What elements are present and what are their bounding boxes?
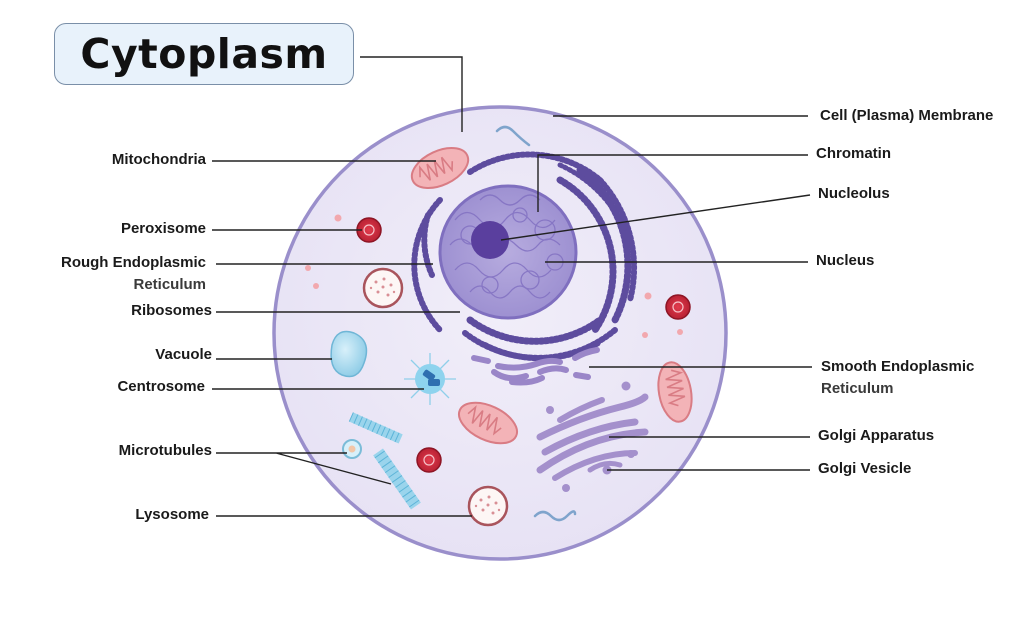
label-nucleus: Nucleus xyxy=(816,252,875,269)
label-smooth-er-line2: Reticulum xyxy=(821,380,894,397)
label-mitochondria: Mitochondria xyxy=(111,151,206,168)
mitochondrion-right xyxy=(657,361,693,423)
leader-microtubules xyxy=(216,452,392,485)
label-rough-er-line2: Reticulum xyxy=(133,276,206,293)
nucleus xyxy=(438,184,578,320)
small-vesicles xyxy=(305,214,683,338)
label-rough-er-line1: Rough Endoplasmic xyxy=(60,254,206,271)
smooth-er xyxy=(471,347,600,386)
label-golgi-apparatus: Golgi Apparatus xyxy=(818,427,935,444)
page-title: Cytoplasm xyxy=(80,30,328,78)
title-box: Cytoplasm xyxy=(54,23,354,85)
label-peroxisome: Peroxisome xyxy=(120,220,206,237)
label-centrosome: Centrosome xyxy=(117,378,205,395)
leader-nucleolus xyxy=(500,194,811,241)
squiggle-bottom xyxy=(533,510,577,522)
lysosome xyxy=(467,485,509,527)
microtubules xyxy=(342,412,421,510)
label-nucleolus: Nucleolus xyxy=(818,185,890,202)
leader-lines xyxy=(212,56,812,517)
label-ribosomes: Ribosomes xyxy=(131,302,212,319)
nucleolus xyxy=(471,221,509,259)
label-cell-membrane: Cell (Plasma) Membrane xyxy=(820,107,994,124)
centrosome xyxy=(404,353,456,405)
peroxisome-3 xyxy=(416,447,442,473)
label-golgi-vesicle: Golgi Vesicle xyxy=(818,460,912,477)
rough-er xyxy=(411,151,637,362)
squiggle-top xyxy=(495,125,531,147)
peroxisome-2 xyxy=(665,294,691,320)
label-vacuole: Vacuole xyxy=(155,346,212,363)
label-chromatin: Chromatin xyxy=(816,145,891,162)
label-smooth-er-line1: Smooth Endoplasmic xyxy=(821,358,975,375)
leader-chromatin xyxy=(537,154,808,212)
label-lysosome: Lysosome xyxy=(135,506,209,523)
vacuole xyxy=(330,330,368,378)
golgi-apparatus xyxy=(536,393,649,481)
leader-cytoplasm xyxy=(360,56,463,132)
lysosome-upper xyxy=(362,267,404,309)
mitochondrion-middle xyxy=(458,401,518,445)
mitochondrion-top xyxy=(410,147,470,189)
label-microtubules: Microtubules xyxy=(118,442,212,459)
